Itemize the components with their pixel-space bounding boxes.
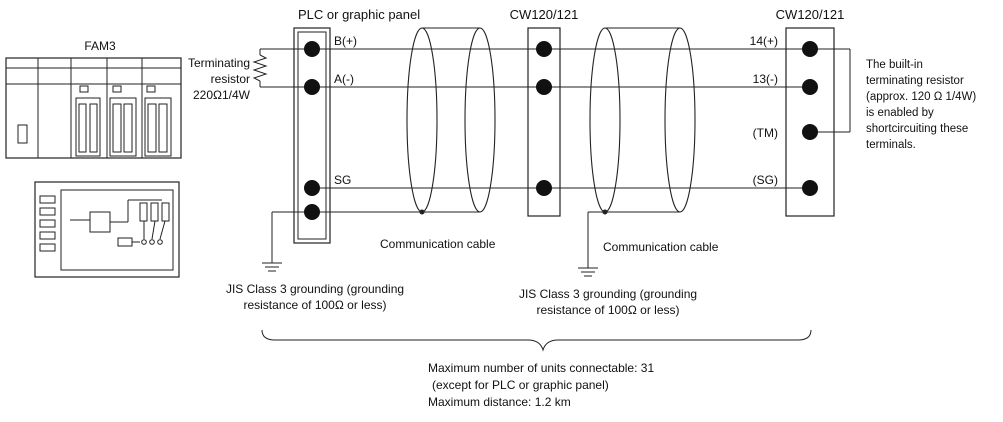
svg-text:is enabled by: is enabled by [866, 107, 934, 119]
cw-tm-label: (TM) [753, 126, 778, 140]
range-brace [261, 329, 812, 352]
cw-13-label: 13(-) [753, 72, 778, 86]
svg-text:Terminating: Terminating [188, 56, 250, 70]
svg-text:resistance of 100Ω or less): resistance of 100Ω or less) [243, 298, 386, 312]
svg-text:220Ω1/4W: 220Ω1/4W [193, 88, 251, 102]
cw-sg-label: (SG) [753, 173, 778, 187]
cw-14-label: 14(+) [750, 34, 778, 48]
svg-text:JIS Class 3 grounding (groundi: JIS Class 3 grounding (grounding [519, 287, 697, 301]
graphic-panel-icon [34, 181, 180, 278]
grounding-label-2: JIS Class 3 grounding (grounding resista… [519, 287, 697, 317]
terminal-dots [304, 41, 818, 220]
cable-shield-1 [406, 27, 496, 215]
bottom-notes: Maximum number of units connectable: 31 … [428, 361, 654, 409]
cable-1-label: Communication cable [380, 237, 496, 251]
svg-text:Maximum number of units connec: Maximum number of units connectable: 31 [428, 361, 654, 375]
cable-shield-2 [589, 27, 696, 215]
fam3-label: FAM3 [84, 39, 116, 53]
builtin-resistor-note: The built-in terminating resistor (appro… [866, 59, 976, 151]
plc-a-label: A(-) [334, 72, 354, 86]
svg-text:terminals.: terminals. [866, 139, 916, 151]
cw-right-title: CW120/121 [776, 7, 845, 22]
plc-b-label: B(+) [334, 34, 357, 48]
svg-text:resistance of 100Ω or less): resistance of 100Ω or less) [536, 303, 679, 317]
plc-sg-label: SG [334, 173, 351, 187]
svg-text:JIS Class 3 grounding (groundi: JIS Class 3 grounding (grounding [226, 282, 404, 296]
grounding-label-1: JIS Class 3 grounding (grounding resista… [226, 282, 404, 312]
terminating-resistor-label: Terminating resistor 220Ω1/4W [188, 56, 251, 102]
cable-2-label: Communication cable [603, 240, 719, 254]
svg-text:The built-in: The built-in [866, 59, 923, 71]
svg-text:shortcircuiting these: shortcircuiting these [866, 123, 968, 135]
cw-mid-title: CW120/121 [510, 7, 579, 22]
svg-text:resistor: resistor [211, 72, 250, 86]
plc-panel-title: PLC or graphic panel [298, 7, 420, 22]
svg-text:(approx. 120 Ω 1/4W): (approx. 120 Ω 1/4W) [866, 91, 976, 103]
svg-text:(except for PLC or graphic pan: (except for PLC or graphic panel) [432, 378, 609, 392]
svg-text:terminating resistor: terminating resistor [866, 75, 964, 87]
fam3-plc-icon: FAM3 [5, 39, 182, 159]
svg-text:Maximum distance: 1.2 km: Maximum distance: 1.2 km [428, 395, 571, 409]
